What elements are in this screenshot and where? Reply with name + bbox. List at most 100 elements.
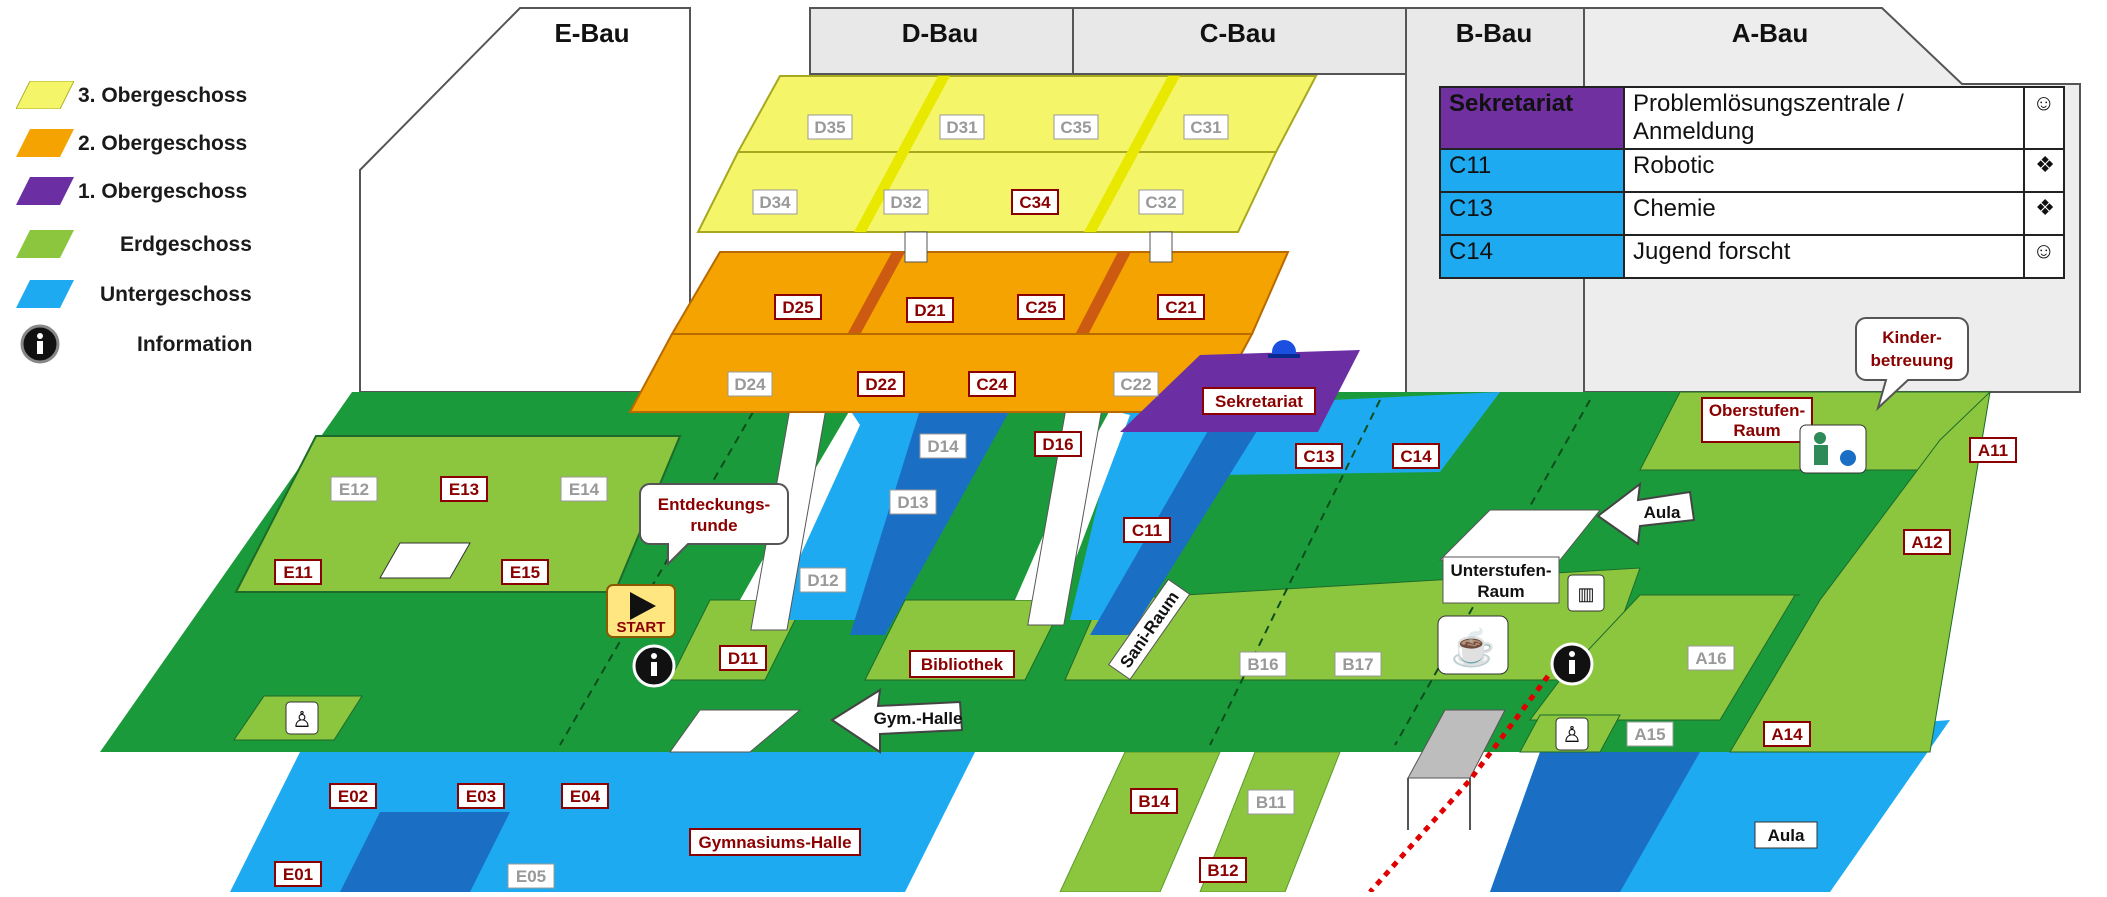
start-marker[interactable]: START — [606, 584, 676, 638]
basement-floor — [230, 720, 1950, 893]
room-c13[interactable]: C13 — [1303, 447, 1334, 466]
room-e05: E05 — [516, 867, 546, 886]
legend-label: 2. Obergeschoss — [78, 132, 248, 155]
room-c35: C35 — [1060, 118, 1091, 137]
room-d34: D34 — [759, 193, 791, 212]
room-e04[interactable]: E04 — [570, 787, 601, 806]
room-c21[interactable]: C21 — [1165, 298, 1196, 317]
room-b16: B16 — [1247, 655, 1278, 674]
room-b14[interactable]: B14 — [1138, 792, 1170, 811]
smiley-icon: ☺ — [2022, 86, 2066, 150]
room-d22[interactable]: D22 — [865, 375, 896, 394]
room-a16: A16 — [1695, 649, 1726, 668]
legend-item-3og: 3. Obergeschoss — [12, 75, 282, 115]
callout-kinder-line2: betreuung — [1870, 351, 1953, 370]
room-a11[interactable]: A11 — [1978, 441, 2008, 460]
table-cell-desc: Jugend forscht — [1623, 234, 2025, 279]
callouts: Entdeckungs- runde Kinder- betreuung STA… — [606, 317, 1969, 754]
room-d21[interactable]: D21 — [914, 301, 945, 320]
legend-label: Information — [137, 333, 253, 356]
room-d12: D12 — [807, 571, 838, 590]
restroom-icon-1: ♙ — [285, 701, 319, 735]
legend-swatch-yellow — [16, 81, 74, 109]
legend-item-1og: 1. Obergeschoss — [12, 171, 282, 211]
gym-hall-arrow: Gym.-Halle — [830, 688, 964, 754]
table-row[interactable]: C11 Robotic ❖ — [1439, 148, 2066, 193]
third-floor — [696, 75, 1318, 263]
table-row[interactable]: Sekretariat Problemlösungszentrale / Anm… — [1439, 86, 2066, 150]
room-b17: B17 — [1342, 655, 1373, 674]
room-d16[interactable]: D16 — [1042, 435, 1073, 454]
room-c31: C31 — [1190, 118, 1221, 137]
room-a15: A15 — [1634, 725, 1665, 744]
room-c14[interactable]: C14 — [1400, 447, 1432, 466]
childcare-icon — [1799, 424, 1867, 474]
room-c24[interactable]: C24 — [976, 375, 1008, 394]
legend: 3. Obergeschoss 2. Obergeschoss 1. Oberg… — [0, 0, 280, 380]
legend-swatch-purple — [16, 177, 74, 205]
callout-entdeckung-line2: runde — [690, 516, 737, 535]
callout-kinder-line1: Kinder- — [1882, 328, 1942, 347]
room-c25[interactable]: C25 — [1025, 298, 1056, 317]
room-c32: C32 — [1145, 193, 1176, 212]
table-cell-code: Sekretariat — [1439, 86, 1625, 150]
room-sekretariat[interactable]: Sekretariat — [1215, 392, 1303, 411]
aula-arrow: Aula — [1596, 481, 1696, 546]
room-b11: B11 — [1256, 793, 1286, 812]
info-icon-1[interactable] — [632, 644, 676, 688]
legend-label: 3. Obergeschoss — [78, 84, 248, 107]
room-a14[interactable]: A14 — [1771, 725, 1803, 744]
diamond-icon: ❖ — [2022, 148, 2066, 193]
room-d11[interactable]: D11 — [728, 649, 758, 668]
room-oberstufen-line2[interactable]: Raum — [1733, 421, 1780, 440]
room-bibliothek[interactable]: Bibliothek — [921, 655, 1004, 674]
table-cell-code: C11 — [1439, 148, 1625, 193]
table-cell-desc: Robotic — [1623, 148, 2025, 193]
table-cell-desc: Chemie — [1623, 191, 2025, 236]
table-row[interactable]: C13 Chemie ❖ — [1439, 191, 2066, 236]
room-e13[interactable]: E13 — [449, 480, 479, 499]
room-oberstufen-line1[interactable]: Oberstufen- — [1709, 401, 1805, 420]
room-d31: D31 — [946, 118, 977, 137]
legend-label: Untergeschoss — [100, 283, 252, 306]
room-e01[interactable]: E01 — [283, 865, 313, 884]
legend-item-eg: Erdgeschoss — [12, 224, 282, 264]
room-d24: D24 — [734, 375, 766, 394]
room-d14: D14 — [927, 437, 959, 456]
room-d25[interactable]: D25 — [782, 298, 813, 317]
legend-item-ug: Untergeschoss — [12, 274, 282, 314]
room-e15[interactable]: E15 — [510, 563, 540, 582]
room-unterstufen-line1[interactable]: Unterstufen- — [1450, 561, 1551, 580]
guide-path — [1368, 674, 1550, 894]
gym-hall-arrow-label: Gym.-Halle — [874, 709, 963, 728]
room-c34[interactable]: C34 — [1019, 193, 1051, 212]
legend-item-info: Information — [12, 324, 282, 364]
room-a12[interactable]: A12 — [1911, 533, 1942, 552]
info-icon — [20, 324, 60, 364]
room-e03[interactable]: E03 — [466, 787, 496, 806]
room-unterstufen-line2[interactable]: Raum — [1477, 582, 1524, 601]
building-label-d: D-Bau — [902, 18, 979, 48]
table-cell-code: C13 — [1439, 191, 1625, 236]
table-cell-desc: Problemlösungszentrale / Anmeldung — [1623, 86, 2025, 150]
room-e02[interactable]: E02 — [338, 787, 368, 806]
callout-entdeckung-line1: Entdeckungs- — [658, 495, 770, 514]
room-e11[interactable]: E11 — [283, 563, 312, 582]
legend-swatch-orange — [16, 129, 74, 157]
building-label-a: A-Bau — [1732, 18, 1809, 48]
svg-text:☕: ☕ — [1451, 626, 1496, 668]
room-b12[interactable]: B12 — [1207, 861, 1238, 880]
info-icon-2[interactable] — [1550, 642, 1594, 686]
room-c11[interactable]: C11 — [1132, 521, 1162, 540]
room-gymhalle[interactable]: Gymnasiums-Halle — [698, 833, 851, 852]
cafe-icon: ☕ — [1437, 615, 1509, 675]
start-label: START — [617, 619, 666, 636]
legend-swatch-blue — [16, 280, 74, 308]
room-c22: C22 — [1120, 375, 1151, 394]
restroom-icon-2: ♙ — [1555, 717, 1589, 751]
svg-text:♙: ♙ — [292, 707, 312, 732]
room-aula[interactable]: Aula — [1768, 826, 1805, 845]
table-row[interactable]: C14 Jugend forscht ☺ — [1439, 234, 2066, 279]
